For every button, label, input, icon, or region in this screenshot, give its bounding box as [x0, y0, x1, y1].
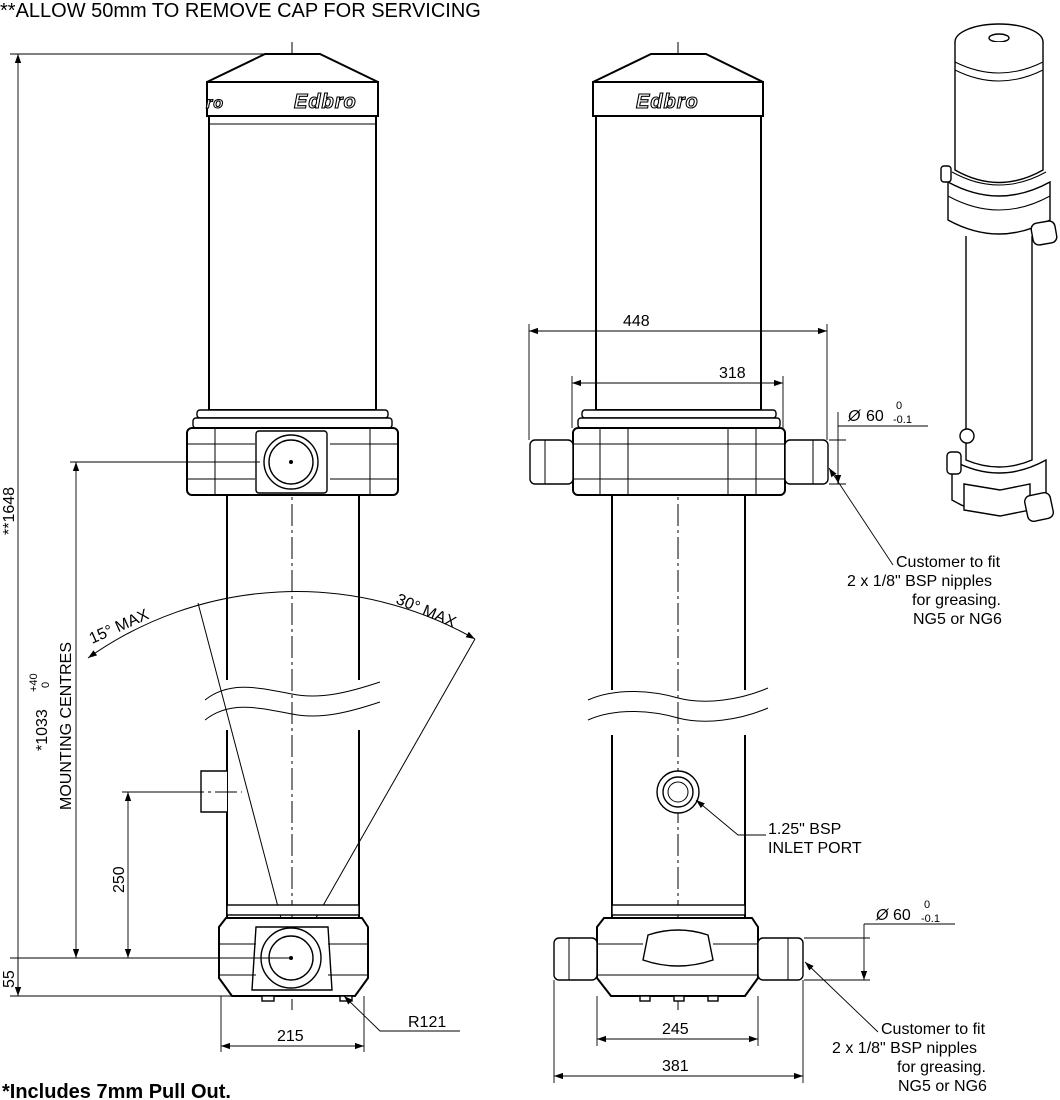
dim-pin-dia-bottom: 60: [893, 907, 911, 924]
front-cap-band: [592, 81, 764, 117]
dim-overall-height: **1648: [1, 487, 18, 535]
dim-pin-tol-lower-bottom: -0.1: [921, 913, 940, 925]
header-note: **ALLOW 50mm TO REMOVE CAP FOR SERVICING: [0, 0, 481, 22]
dim-base-width-front: 245: [662, 1021, 689, 1038]
front-upper-barrel: [595, 115, 762, 411]
dim-pin-tol-upper-top: 0: [896, 400, 902, 412]
front-view-dimensions: 448 318 Ø 60 0 -0.1 Customer to fit 2 x …: [528, 313, 1002, 1095]
note-greasing-bottom-2: 2 x 1/8" BSP nipples: [832, 1040, 977, 1057]
dim-mounting-value: *1033: [34, 709, 51, 751]
cap-brand-side: Edbro: [294, 91, 357, 113]
front-base-right-pin: [757, 937, 804, 981]
base-ring: [226, 904, 360, 916]
isometric-view: [940, 23, 1058, 523]
note-inlet-1: 1.25" BSP: [768, 821, 841, 838]
note-greasing-bottom-1: Customer to fit: [881, 1021, 986, 1038]
front-view: Edbro: [529, 42, 829, 1010]
dim-pin-span: 381: [662, 1058, 689, 1075]
iso-cap-hole: [988, 33, 1010, 43]
angle-left-label: 15° MAX: [87, 606, 152, 647]
iso-trunnion-pin: [1030, 220, 1058, 246]
dim-pin-tol-lower-top: -0.1: [893, 414, 912, 426]
cap-brand-partial: ro: [206, 95, 224, 112]
footer-note: *Includes 7mm Pull Out.: [2, 1081, 231, 1100]
dim-base-offset: 55: [1, 970, 18, 988]
dim-radius: R121: [408, 1014, 446, 1031]
dim-inlet-height: 250: [111, 866, 128, 893]
front-collar: [572, 427, 786, 496]
cap-band: [206, 81, 379, 117]
note-inlet-2: INLET PORT: [768, 840, 862, 857]
front-base-left-pin: [553, 937, 598, 981]
note-greasing-top-1: Customer to fit: [896, 554, 1001, 571]
dim-mounting-tol-lower: 0: [40, 682, 52, 688]
iso-base-pin: [1023, 491, 1055, 523]
upper-barrel: [208, 115, 377, 411]
collar-ring: [196, 409, 389, 419]
cap-brand-front: Edbro: [636, 91, 699, 113]
note-greasing-top-3: for greasing.: [912, 592, 1001, 609]
dim-collar-width: 448: [623, 313, 650, 330]
front-left-pin: [529, 439, 574, 485]
angle-right-label: 30° MAX: [393, 591, 458, 632]
cap-top: [206, 53, 379, 83]
dim-pin-dia-top: 60: [866, 408, 884, 425]
iso-collar: [947, 180, 1051, 235]
dim-mounting-tol-upper: +40: [28, 673, 40, 692]
dim-pin-dia-symbol-bottom: Ø: [875, 907, 890, 924]
note-greasing-top-2: 2 x 1/8" BSP nipples: [847, 573, 992, 590]
side-view: Edbro ro: [87, 42, 476, 1010]
dim-mounting-label: MOUNTING CENTRES: [58, 642, 75, 810]
dim-pin-dia-symbol-top: Ø: [847, 408, 862, 425]
front-right-pin: [784, 439, 829, 485]
dim-pin-tol-upper-bottom: 0: [924, 899, 930, 911]
note-greasing-bottom-3: for greasing.: [897, 1059, 986, 1076]
note-greasing-top-4: NG5 or NG6: [913, 611, 1002, 628]
front-cap-top: [592, 53, 764, 83]
dim-base-width-side: 215: [277, 1028, 304, 1045]
note-greasing-bottom-4: NG5 or NG6: [898, 1078, 987, 1095]
dim-collar-inner: 318: [719, 365, 746, 382]
iso-upper-barrel: [954, 42, 1044, 184]
